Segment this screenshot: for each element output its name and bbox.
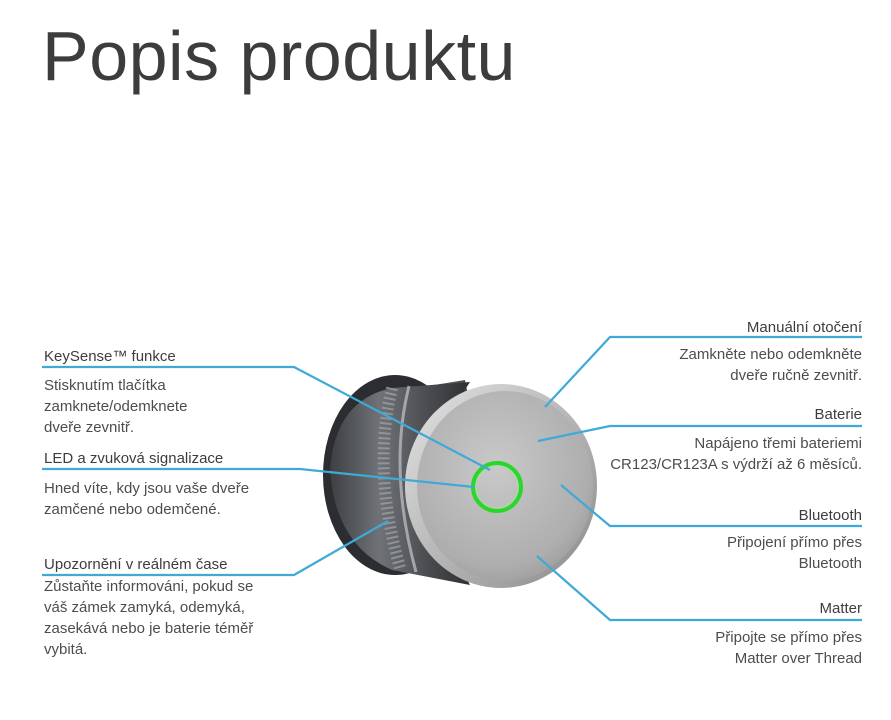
feature-led-title: LED a zvuková signalizace: [44, 450, 224, 467]
feature-alerts: Upozornění v reálném čase Zůstaňte infor…: [44, 555, 253, 660]
feature-manual: Manuální otočení Zamkněte nebo odemkněte…: [679, 318, 862, 386]
desc-line: zasekává nebo je baterie téměř: [44, 620, 254, 637]
feature-keysense-desc: Stisknutím tlačítka zamknete/odemknete d…: [44, 375, 187, 438]
feature-led-desc: Hned víte, kdy jsou vaše dveře zamčené n…: [44, 478, 249, 520]
desc-line: Bluetooth: [798, 555, 862, 572]
desc-line: CR123/CR123A s výdrží až 6 měsíců.: [610, 456, 862, 473]
callout-line-battery: [537, 424, 862, 443]
desc-line: dveře ručně zevnitř.: [730, 367, 862, 384]
desc-line: Zůstaňte informováni, pokud se: [44, 578, 254, 595]
callout-line-led: [42, 467, 475, 489]
feature-bluetooth: Bluetooth Připojení přímo přes Bluetooth: [727, 506, 862, 574]
feature-bluetooth-desc: Připojení přímo přes Bluetooth: [727, 532, 862, 574]
desc-line: vybitá.: [44, 641, 88, 658]
desc-line: Připojte se přímo přes: [715, 629, 862, 646]
desc-line: Napájeno třemi bateriemi: [694, 435, 862, 452]
feature-battery-title: Baterie: [814, 406, 862, 423]
desc-line: dveře zevnitř.: [44, 419, 135, 436]
desc-line: Stisknutím tlačítka: [44, 377, 166, 394]
desc-line: Hned víte, kdy jsou vaše dveře: [44, 480, 250, 497]
callout-line-manual: [544, 335, 862, 408]
desc-line: Matter over Thread: [734, 650, 862, 667]
page-title: Popis produktu: [42, 17, 516, 95]
desc-line: zamčené nebo odemčené.: [44, 501, 221, 518]
feature-matter-desc: Připojte se přímo přes Matter over Threa…: [715, 627, 862, 669]
callout-line-matter: [536, 555, 862, 622]
feature-matter-title: Matter: [819, 600, 862, 617]
feature-battery-desc: Napájeno třemi bateriemi CR123/CR123A s …: [610, 433, 862, 475]
feature-keysense-title: KeySense™ funkce: [44, 348, 176, 365]
feature-bluetooth-title: Bluetooth: [798, 507, 862, 524]
feature-manual-desc: Zamkněte nebo odemkněte dveře ručně zevn…: [679, 344, 862, 386]
feature-keysense: KeySense™ funkce Stisknutím tlačítka zam…: [44, 347, 187, 438]
desc-line: Zamkněte nebo odemkněte: [679, 346, 862, 363]
feature-alerts-desc: Zůstaňte informováni, pokud se váš zámek…: [44, 576, 253, 660]
desc-line: váš zámek zamyká, odemyká,: [44, 599, 245, 616]
desc-line: zamknete/odemknete: [44, 398, 188, 415]
feature-alerts-title: Upozornění v reálném čase: [44, 556, 228, 573]
feature-matter: Matter Připojte se přímo přes Matter ove…: [715, 599, 862, 669]
callout-line-alerts: [42, 520, 389, 577]
callout-line-bluetooth: [560, 484, 862, 528]
desc-line: Připojení přímo přes: [726, 534, 862, 551]
callout-lines: [42, 335, 862, 622]
callout-line-keysense: [42, 365, 491, 471]
feature-battery: Baterie Napájeno třemi bateriemi CR123/C…: [610, 405, 862, 475]
smart-lock-image: [323, 375, 597, 588]
feature-manual-title: Manuální otočení: [746, 319, 862, 336]
feature-led: LED a zvuková signalizace Hned víte, kdy…: [44, 449, 249, 520]
